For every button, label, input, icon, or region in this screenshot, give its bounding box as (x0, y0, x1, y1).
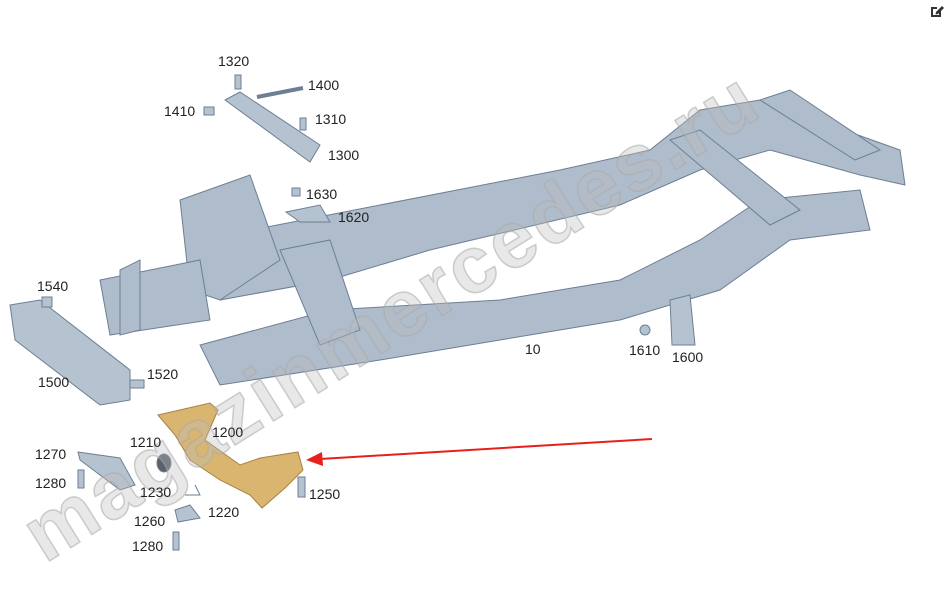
callout-1630[interactable]: 1630 (306, 186, 338, 202)
part-1300-crossbar[interactable] (203, 74, 321, 163)
callout-1320[interactable]: 1320 (218, 53, 250, 69)
callout-1610[interactable]: 1610 (629, 342, 661, 358)
callout-1270[interactable]: 1270 (35, 446, 67, 462)
callout-1250[interactable]: 1250 (309, 486, 341, 502)
callout-1300[interactable]: 1300 (328, 147, 360, 163)
edit-icon[interactable] (929, 3, 945, 19)
callout-1620[interactable]: 1620 (338, 209, 370, 225)
part-1200-highlighted[interactable] (157, 402, 304, 509)
callout-1520[interactable]: 1520 (147, 366, 179, 382)
small-parts[interactable] (9, 187, 696, 551)
vehicle-frame[interactable] (99, 89, 906, 386)
pointer-arrow (306, 438, 653, 466)
callout-1400[interactable]: 1400 (308, 77, 340, 93)
callout-1280[interactable]: 1280 (35, 475, 67, 491)
callout-1210[interactable]: 1210 (130, 434, 162, 450)
callout-10[interactable]: 10 (525, 341, 541, 357)
callout-1260[interactable]: 1260 (134, 513, 166, 529)
callout-1280-lower[interactable]: 1280 (132, 538, 164, 554)
callout-1310[interactable]: 1310 (315, 111, 347, 127)
callout-1540[interactable]: 1540 (37, 278, 69, 294)
callout-1200[interactable]: 1200 (212, 424, 244, 440)
callout-1230[interactable]: 1230 (140, 484, 172, 500)
callout-1410[interactable]: 1410 (164, 103, 196, 119)
callout-1220[interactable]: 1220 (208, 504, 240, 520)
callout-1600[interactable]: 1600 (672, 349, 704, 365)
callout-1500[interactable]: 1500 (38, 374, 70, 390)
